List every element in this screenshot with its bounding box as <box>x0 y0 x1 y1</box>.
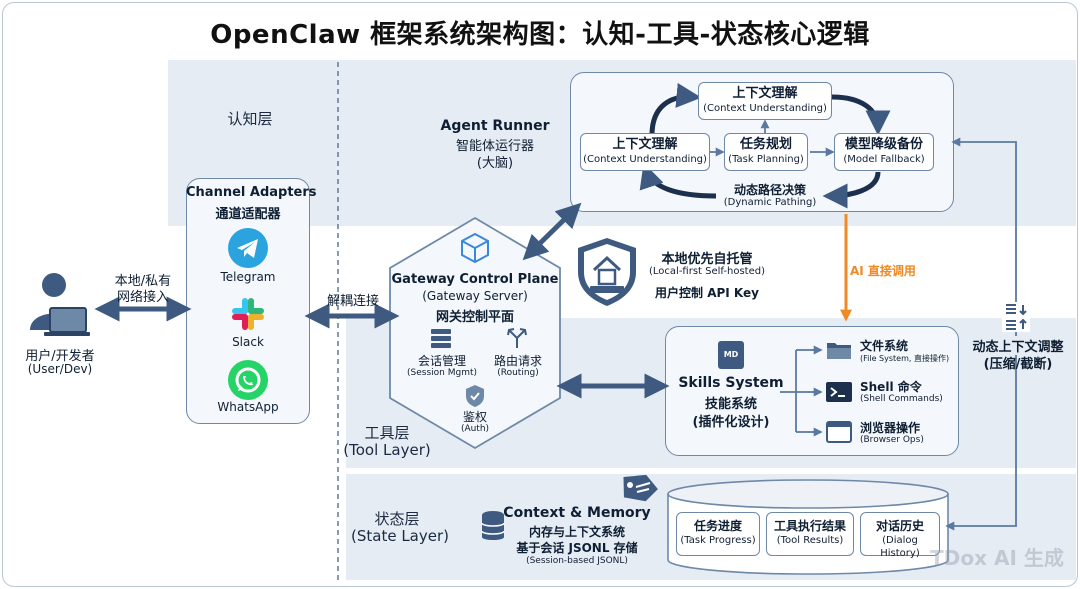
watermark: TDox AI 生成 <box>930 546 1064 570</box>
dynamic-pathing-en: (Dynamic Pathing) <box>723 197 817 208</box>
memory-dialog-history: 对话历史 (Dialog History) <box>860 512 940 559</box>
memory-task-progress: 任务进度 (Task Progress) <box>676 512 760 556</box>
markdown-doc-icon: MD <box>718 341 744 369</box>
tool-layer-label-en: (Tool Layer) <box>343 441 431 459</box>
cognition-layer-label: 认知层 <box>227 110 273 128</box>
markdown-badge: MD <box>723 350 739 359</box>
slack-label: Slack <box>232 335 264 349</box>
database-icon <box>481 511 505 540</box>
server-stack-icon <box>431 329 451 348</box>
state-layer-label-en: (State Layer) <box>351 527 449 545</box>
browser-window-icon <box>826 421 852 443</box>
tag-label-icon <box>623 474 658 502</box>
access-label-1: 本地/私有 <box>114 274 172 289</box>
skill-filesystem-en: (File System, 直接操作) <box>860 354 950 363</box>
memory-title: Context & Memory <box>503 505 651 521</box>
channel-adapters-subtitle: 通道适配器 <box>215 207 281 222</box>
dynamic-pathing-label: 动态路径决策 <box>733 183 806 197</box>
skills-title: Skills System <box>678 375 784 391</box>
whatsapp-label: WhatsApp <box>217 400 279 414</box>
cube-icon <box>461 232 489 264</box>
local-first-en: (Local-first Self-hosted) <box>649 266 765 277</box>
agent-runner-brain: (大脑) <box>476 156 514 171</box>
skill-filesystem-label: 文件系统 <box>860 339 909 353</box>
session-mgmt-en: (Session Mgmt) <box>407 368 477 378</box>
home-shield-icon <box>578 238 636 306</box>
skills-plugin: (插件化设计) <box>692 415 770 430</box>
user-dev-sub: (User/Dev) <box>27 362 93 376</box>
channel-adapters-title: Channel Adapters <box>186 185 317 200</box>
routing-label: 路由请求 <box>493 354 542 368</box>
folder-icon <box>827 343 851 359</box>
routing-en: (Routing) <box>497 368 539 378</box>
routing-icon <box>507 328 527 348</box>
gateway-title: Gateway Control Plane <box>391 272 559 287</box>
whatsapp-logo-icon <box>228 360 268 400</box>
skill-browser-en: (Browser Ops) <box>860 435 924 445</box>
terminal-icon <box>826 382 852 402</box>
model-fallback-box: 模型降级备份 (Model Fallback) <box>834 133 934 171</box>
auth-shield-icon <box>466 385 484 407</box>
access-label-2: 网络接入 <box>116 290 169 305</box>
context-adjust-sub: (压缩/截断) <box>983 357 1053 372</box>
state-layer-label: 状态层 <box>374 510 420 528</box>
telegram-logo-icon <box>228 228 268 268</box>
context-understanding-left: 上下文理解 (Context Understanding) <box>580 133 710 171</box>
user-dev-icon <box>30 273 90 336</box>
auth-en: (Auth) <box>460 424 490 434</box>
page-title: OpenClaw 框架系统架构图：认知-工具-状态核心逻辑 <box>210 20 870 50</box>
memory-tool-results: 工具执行结果 (Tool Results) <box>766 512 854 556</box>
task-planning-box: 任务规划 (Task Planning) <box>724 133 808 171</box>
telegram-label: Telegram <box>220 270 276 284</box>
decouple-label: 解耦连接 <box>326 294 379 309</box>
auth-label: 鉴权 <box>462 410 487 424</box>
memory-jsonl-en: (Session-based JSONL) <box>526 556 628 566</box>
agent-runner-title: Agent Runner <box>440 118 550 134</box>
tool-layer-label: 工具层 <box>364 424 410 442</box>
local-first-title: 本地优先自托管 <box>661 252 753 267</box>
memory-jsonl: 基于会话 JSONL 存储 <box>516 541 638 555</box>
ai-call-label: AI 直接调用 <box>850 264 916 278</box>
gateway-cn: 网关控制平面 <box>435 310 514 325</box>
session-mgmt-label: 会话管理 <box>417 354 466 368</box>
compress-adjust-icon <box>1002 302 1030 332</box>
skill-shell-en: (Shell Commands) <box>860 394 943 404</box>
slack-logo-icon <box>228 294 268 334</box>
skill-browser-label: 浏览器操作 <box>860 421 921 435</box>
user-dev-label: 用户/开发者 <box>25 349 95 364</box>
skill-shell-label: Shell 命令 <box>860 380 922 394</box>
memory-cn: 内存与上下文系统 <box>528 525 625 539</box>
gateway-server: (Gateway Server) <box>422 289 528 303</box>
agent-runner-cn: 智能体运行器 <box>455 139 534 154</box>
context-adjust-title: 动态上下文调整 <box>962 336 1074 355</box>
context-understanding-top: 上下文理解 (Context Understanding) <box>698 82 832 120</box>
skills-cn: 技能系统 <box>704 397 757 412</box>
api-key-label: 用户控制 API Key <box>655 286 759 300</box>
